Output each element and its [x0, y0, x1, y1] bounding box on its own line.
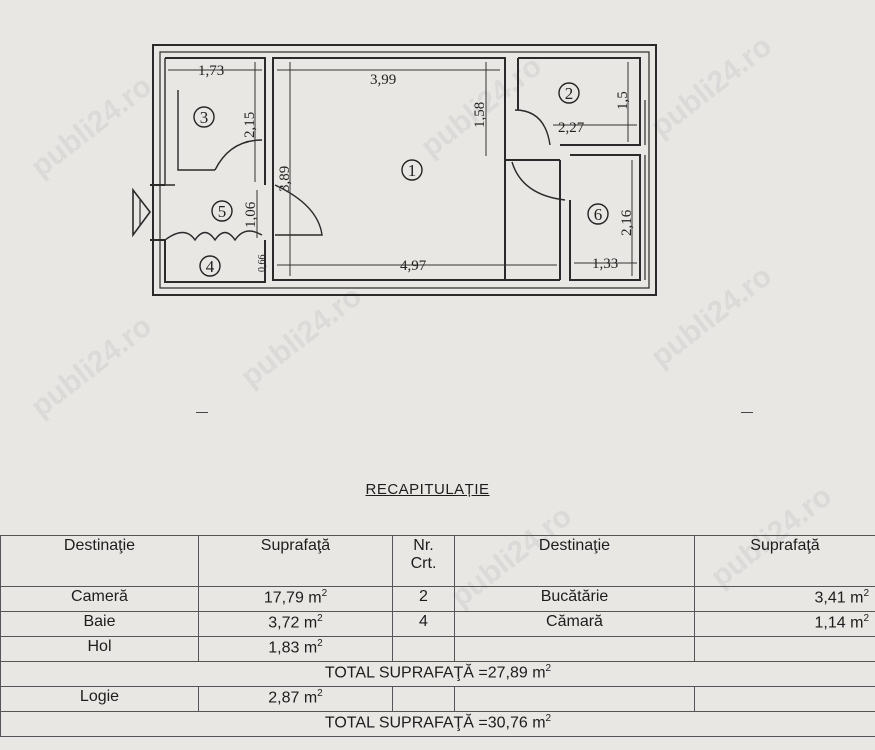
recap-title: RECAPITULAȚIE	[365, 481, 490, 498]
row-dest-2: Cămară	[454, 611, 695, 637]
row-sup: 17,79 m2	[198, 586, 393, 612]
row-sup-2: 3,41 m2	[694, 586, 875, 612]
dim-r6-height: 2,16	[619, 209, 635, 236]
room-number-2: 2	[565, 84, 574, 103]
row-sup-2: 1,14 m2	[694, 611, 875, 637]
table-row: Cameră 17,79 m2 2 Bucătărie 3,41 m2	[0, 586, 875, 612]
room-number-3: 3	[200, 108, 209, 127]
room-number-4: 4	[206, 257, 215, 276]
header-suprafata-2: Suprafaţă	[694, 535, 875, 587]
total-row: TOTAL SUPRAFAŢĂ =27,89 m2	[0, 661, 875, 687]
total-surface-2: TOTAL SUPRAFAŢĂ =30,76 m2	[0, 711, 875, 737]
table-row: Logie 2,87 m2	[0, 686, 875, 712]
row-dest-2	[454, 686, 695, 712]
dim-r1-top-height: 1,58	[472, 102, 488, 128]
dim-r1-height: 3,89	[277, 166, 293, 192]
dim-r3-height: 2,15	[242, 112, 258, 138]
dim-r3-width: 1,73	[198, 63, 224, 79]
room-number-6: 6	[594, 205, 603, 224]
tick-mark	[741, 412, 753, 413]
row-nr: 2	[392, 586, 455, 612]
header-destinatie-2: Destinaţie	[454, 535, 695, 587]
tick-mark	[196, 412, 208, 413]
total-row: TOTAL SUPRAFAŢĂ =30,76 m2	[0, 711, 875, 737]
room-number-1: 1	[408, 161, 417, 180]
row-sup-2	[694, 686, 875, 712]
dim-r4-height: 0,66	[257, 255, 268, 273]
table-row: Baie 3,72 m2 4 Cămară 1,14 m2	[0, 611, 875, 637]
dim-r5-width: 1,06	[243, 201, 259, 228]
row-dest: Baie	[0, 611, 199, 637]
row-dest: Hol	[0, 636, 199, 662]
row-sup-logie: 2,87 m2	[198, 686, 393, 712]
table-header-row: Destinaţie Suprafaţă Nr. Crt. Destinaţie…	[0, 535, 875, 587]
room-number-5: 5	[218, 202, 227, 221]
row-dest: Cameră	[0, 586, 199, 612]
header-suprafata: Suprafaţă	[198, 535, 393, 587]
row-nr: 4	[392, 611, 455, 637]
row-dest-2: Bucătărie	[454, 586, 695, 612]
row-nr	[392, 686, 455, 712]
dim-r2-height: 1,5	[615, 91, 631, 110]
header-nr-crt: Nr. Crt.	[392, 535, 455, 587]
table-row: Hol 1,83 m2	[0, 636, 875, 662]
dim-r6-width: 1,33	[592, 256, 618, 272]
header-destinatie: Destinaţie	[0, 535, 199, 587]
total-surface-1: TOTAL SUPRAFAŢĂ =27,89 m2	[0, 661, 875, 687]
dim-r2-width: 2,27	[558, 120, 585, 136]
row-sup-2	[694, 636, 875, 662]
recap-table: Destinaţie Suprafaţă Nr. Crt. Destinaţie…	[0, 535, 875, 737]
dim-r1-top-width: 3,99	[370, 72, 396, 88]
row-nr	[392, 636, 455, 662]
row-dest-logie: Logie	[0, 686, 199, 712]
dim-r1-bottom-width: 4,97	[400, 258, 427, 274]
row-sup: 3,72 m2	[198, 611, 393, 637]
floor-plan: 1,73 2,15 3,99 1,58 3,89 4,97 1,5 2,27 1…	[132, 44, 657, 296]
row-sup: 1,83 m2	[198, 636, 393, 662]
row-dest-2	[454, 636, 695, 662]
